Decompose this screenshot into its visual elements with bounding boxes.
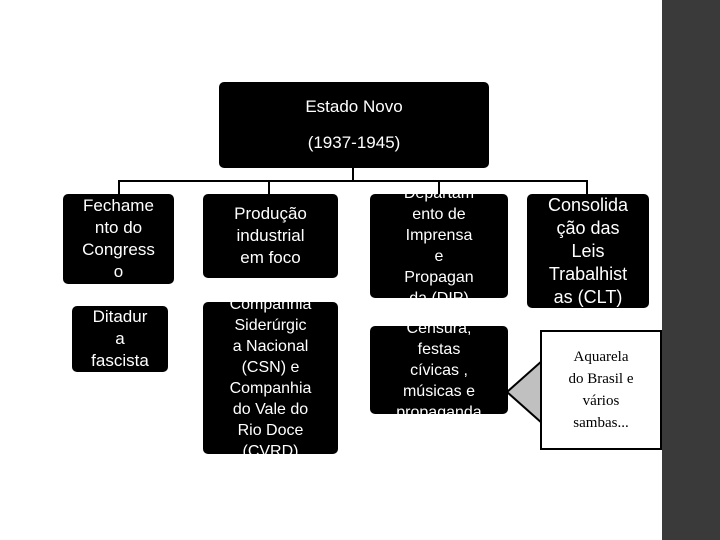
node-producao-label: Produção industrial em foco bbox=[234, 204, 307, 267]
callout-aquarela: Aquarela do Brasil e vários sambas... bbox=[540, 330, 662, 450]
node-clt: Consolida ção das Leis Trabalhist as (CL… bbox=[527, 194, 649, 308]
node-ditadura-fascista: Ditadur a fascista bbox=[72, 306, 168, 372]
connector-branch-4 bbox=[586, 180, 588, 194]
node-dip-label: Departam ento de Imprensa e Propagan da … bbox=[404, 194, 474, 298]
node-clt-label: Consolida ção das Leis Trabalhist as (CL… bbox=[547, 194, 629, 307]
node-censura: Censura, festas cívicas , músicas e prop… bbox=[370, 326, 508, 414]
node-censura-label: Censura, festas cívicas , músicas e prop… bbox=[396, 326, 482, 414]
left-arrow-icon bbox=[505, 358, 545, 426]
callout-text: Aquarela do Brasil e vários sambas... bbox=[568, 349, 634, 431]
root-node-estado-novo: Estado Novo (1937-1945) bbox=[219, 82, 489, 168]
root-period: (1937-1945) bbox=[307, 133, 401, 152]
slide-sidebar-bar bbox=[662, 0, 720, 540]
connector-branch-2 bbox=[268, 180, 270, 194]
node-fechamento-label: Fechame nto do Congress o bbox=[82, 196, 155, 281]
node-companhia-label: Companhia Siderúrgic a Nacional (CSN) e … bbox=[229, 302, 312, 454]
connector-trunk bbox=[352, 167, 354, 181]
root-title: Estado Novo bbox=[305, 97, 403, 116]
node-companhia-siderurgica: Companhia Siderúrgic a Nacional (CSN) e … bbox=[203, 302, 338, 454]
connector-branch-1 bbox=[118, 180, 120, 194]
connector-branch-3 bbox=[438, 180, 440, 194]
connector-horizontal bbox=[118, 180, 588, 182]
node-dip: Departam ento de Imprensa e Propagan da … bbox=[370, 194, 508, 298]
node-fechamento-congresso: Fechame nto do Congress o bbox=[63, 194, 174, 284]
node-ditadura-label: Ditadur a fascista bbox=[91, 307, 149, 370]
node-producao-industrial: Produção industrial em foco bbox=[203, 194, 338, 278]
